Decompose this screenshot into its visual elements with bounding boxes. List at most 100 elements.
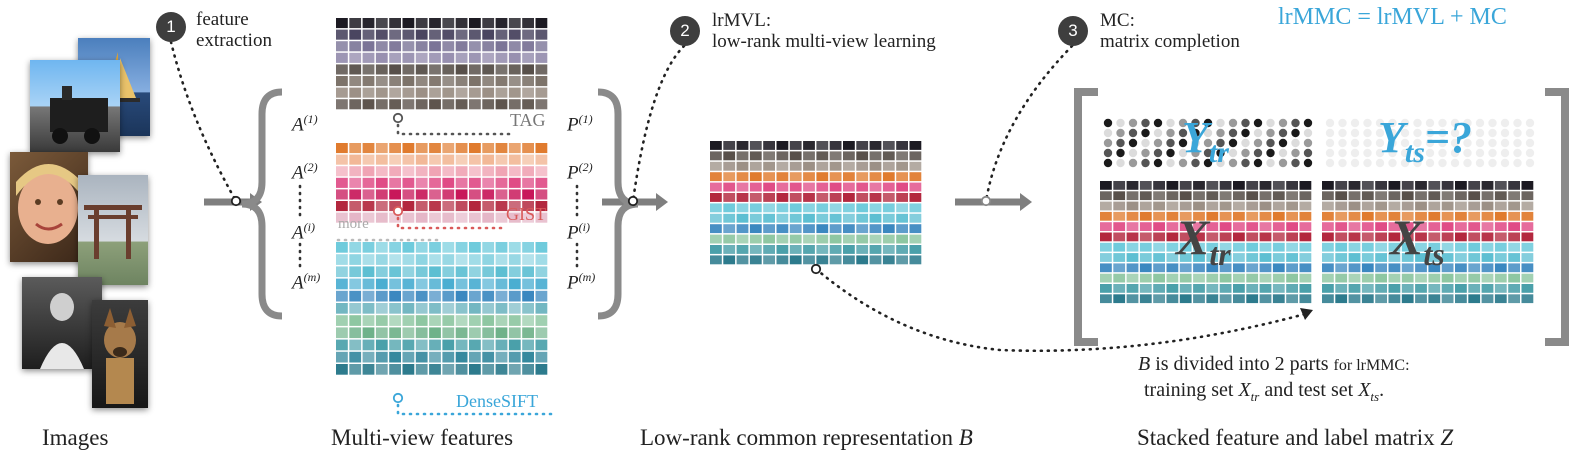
- gist-grid-cell: [362, 189, 375, 200]
- tag-grid-cell: [402, 76, 415, 87]
- dsift-grid-cell: [429, 266, 441, 278]
- xts-grid-cell: [1455, 273, 1467, 283]
- b-grid-cell: [710, 193, 722, 202]
- dsift-grid-cell: [482, 351, 495, 363]
- xts-grid-cell: [1494, 201, 1507, 211]
- gist-grid-cell: [442, 143, 455, 154]
- b-grid-cell: [763, 141, 775, 150]
- connector-node: [392, 392, 404, 404]
- b-grid-cell: [776, 245, 789, 254]
- step-1-label: feature extraction: [196, 9, 272, 51]
- tag-grid-cell: [389, 29, 401, 40]
- xtr-grid-cell: [1206, 253, 1219, 262]
- xtr-grid-cell: [1179, 222, 1192, 231]
- xtr-grid-cell: [1272, 201, 1285, 211]
- xts-grid-cell: [1494, 263, 1507, 273]
- tag-grid-cell: [482, 29, 495, 40]
- xts-grid-cell: [1375, 211, 1387, 221]
- xts-grid-cell: [1441, 284, 1454, 293]
- tag-grid-cell: [389, 87, 401, 98]
- b-grid-cell: [909, 172, 922, 182]
- xts-grid-cell: [1481, 294, 1494, 304]
- gist-grid-cell: [389, 189, 401, 200]
- ytr-dot: [1241, 118, 1250, 128]
- tag-grid-cell: [455, 87, 468, 98]
- tag-grid-cell: [336, 64, 348, 75]
- xts-grid-cell: [1348, 222, 1361, 231]
- dsift-grid-cell: [429, 254, 441, 265]
- b-grid-cell: [882, 213, 895, 223]
- xtr-grid-cell: [1153, 191, 1165, 201]
- xts-grid-cell: [1481, 242, 1494, 252]
- yts-dot: [1475, 138, 1485, 148]
- xtr-grid-cell: [1299, 211, 1312, 221]
- dsift-grid-cell: [495, 327, 508, 339]
- yts-dot: [1525, 128, 1535, 138]
- gist-grid-cell: [469, 212, 481, 223]
- view-label-more: more: [338, 216, 369, 232]
- ytr-dot: [1291, 138, 1300, 148]
- xtr-grid-cell: [1206, 222, 1219, 231]
- b-grid-cell: [789, 172, 802, 182]
- b-grid-cell: [843, 151, 855, 161]
- xtr-grid-cell: [1206, 232, 1219, 242]
- dsift-grid-cell: [389, 315, 401, 326]
- xtr-grid-cell: [1166, 201, 1179, 211]
- yts-dot: [1488, 148, 1497, 158]
- gist-grid-cell: [508, 212, 521, 223]
- gist-grid-cell: [508, 166, 521, 177]
- b-grid-cell: [909, 182, 922, 192]
- dsift-grid-cell: [389, 364, 401, 375]
- ytr-dot: [1291, 118, 1300, 128]
- xtr-grid-cell: [1219, 253, 1232, 262]
- xts-grid-cell: [1494, 242, 1507, 252]
- connector-node: [392, 112, 404, 124]
- xtr-grid-cell: [1206, 284, 1219, 293]
- gist-grid-cell: [508, 189, 521, 200]
- xts-grid-cell: [1428, 284, 1441, 293]
- dsift-grid-cell: [455, 278, 468, 290]
- tag-grid-cell: [362, 64, 375, 75]
- xts-grid-cell: [1508, 222, 1520, 231]
- gist-grid-cell: [349, 166, 362, 177]
- b-grid-cell: [856, 203, 869, 213]
- b-grid-cell: [749, 151, 762, 161]
- gist-grid-cell: [429, 154, 441, 165]
- xtr-grid-cell: [1153, 232, 1165, 242]
- b-grid-cell: [843, 141, 855, 150]
- b-grid-cell: [856, 161, 869, 171]
- b-grid-cell: [896, 182, 908, 192]
- b-grid-cell: [896, 203, 908, 213]
- yts-dot: [1375, 118, 1385, 128]
- xts-grid-cell: [1494, 191, 1507, 201]
- tag-grid-cell: [495, 87, 508, 98]
- ytr-dot: [1128, 128, 1138, 138]
- ytr-dot: [1128, 138, 1138, 148]
- tag-grid-cell: [362, 87, 375, 98]
- xts-grid-cell: [1508, 201, 1520, 211]
- xts-grid-cell: [1441, 181, 1454, 190]
- tag-grid-cell: [415, 76, 428, 87]
- b-grid-cell: [869, 245, 882, 254]
- xts-grid-cell: [1361, 294, 1374, 304]
- xtr-grid-cell: [1153, 284, 1165, 293]
- b-grid-cell: [896, 141, 908, 150]
- xts-grid-cell: [1335, 273, 1348, 283]
- step-2-line2: low-rank multi-view learning: [712, 31, 936, 52]
- dsift-grid-cell: [495, 339, 508, 351]
- b-grid-cell: [896, 245, 908, 254]
- dots-step3: [984, 44, 1074, 203]
- tag-grid-cell: [415, 18, 428, 29]
- dsift-grid-cell: [389, 290, 401, 302]
- b-grid-cell: [736, 255, 749, 265]
- gist-grid-cell: [415, 154, 428, 165]
- ytr-dot: [1166, 138, 1175, 148]
- b-grid-cell: [882, 151, 895, 161]
- tag-grid-cell: [402, 52, 415, 63]
- tag-grid-cell: [375, 76, 388, 87]
- dsift-grid-cell: [482, 327, 495, 339]
- b-grid-cell: [896, 213, 908, 223]
- b-grid-cell: [710, 141, 722, 150]
- xts-grid-cell: [1415, 201, 1427, 211]
- ytr-dot: [1191, 138, 1200, 148]
